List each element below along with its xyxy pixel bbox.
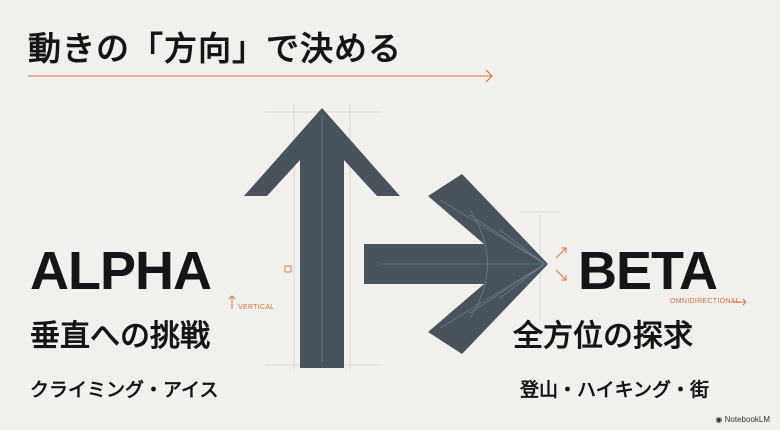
title-underline-arrowhead	[485, 69, 493, 83]
slide-title: 動きの「方向」で決める	[28, 29, 402, 68]
vertical-tag: VERTICAL	[238, 304, 275, 311]
alpha-label: ALPHA	[30, 241, 212, 301]
alpha-heading: 垂直への挑戦	[30, 319, 210, 354]
watermark-text: NotebookLM	[724, 415, 770, 424]
expand-arrows	[555, 247, 567, 281]
beta-subtitle: 登山・ハイキング・街	[520, 379, 710, 401]
beta-heading: 全方位の探求	[513, 319, 693, 354]
accent-square	[284, 265, 292, 273]
horizontal-arrow-arc	[469, 209, 488, 319]
beta-label: BETA	[578, 241, 718, 301]
horizontal-arrow-rays	[380, 199, 546, 329]
notebooklm-logo-icon: ◉	[715, 415, 723, 424]
watermark: ◉ NotebookLM	[715, 415, 770, 424]
alpha-subtitle: クライミング・アイス	[30, 379, 219, 401]
omnidirectional-tag: OMNIDIRECTIONAL	[670, 298, 740, 305]
